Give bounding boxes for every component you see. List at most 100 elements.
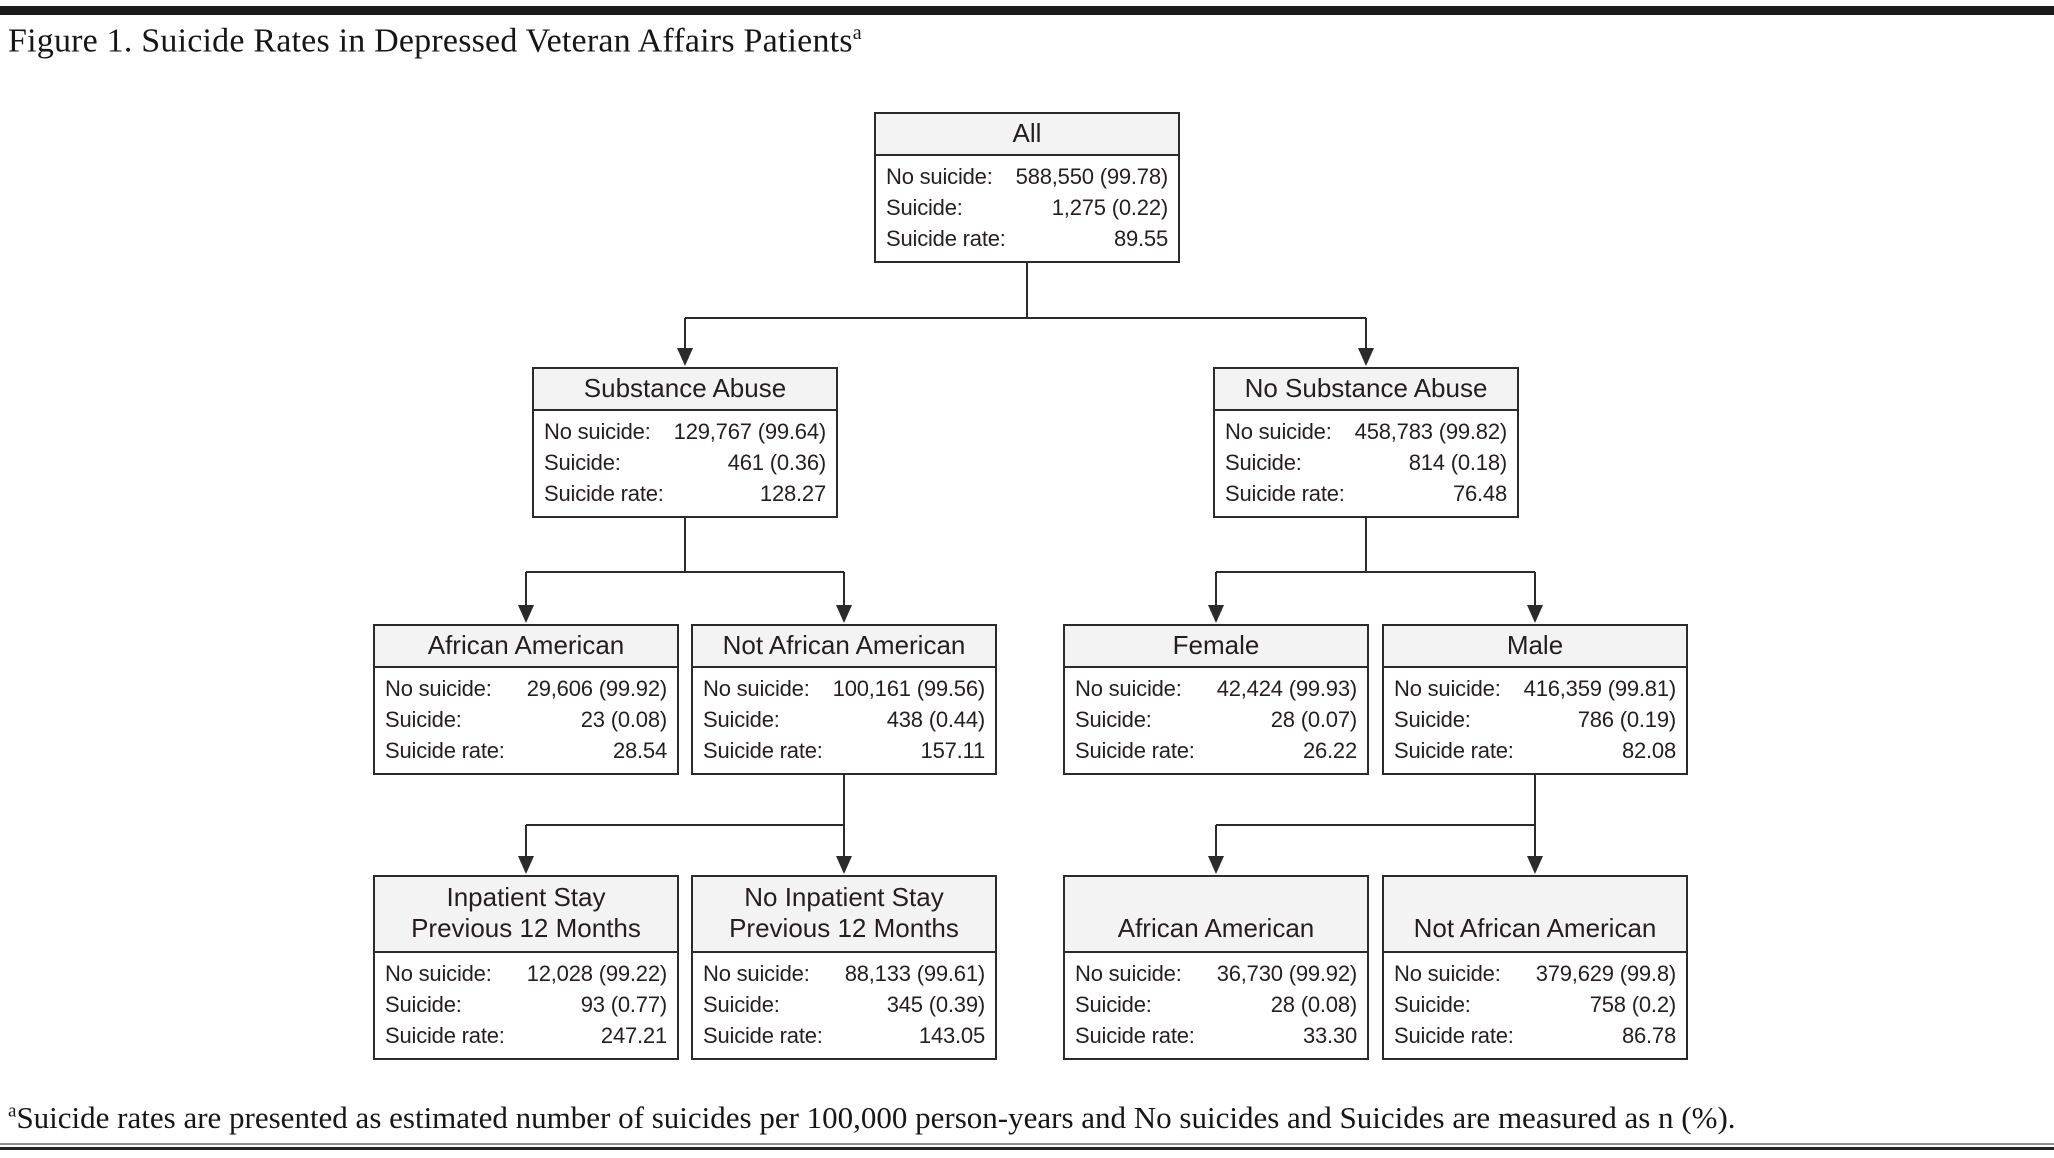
- suicide-value: 28 (0.08): [1270, 992, 1357, 1017]
- suicide-rate-label: Suicide rate:: [385, 1023, 505, 1048]
- suicide-label: Suicide:: [385, 992, 462, 1017]
- node-no-inpatient-stay: No Inpatient Stay Previous 12 Months No …: [691, 875, 997, 1060]
- no-suicide-label: No suicide:: [703, 676, 810, 701]
- top-rule-bar: [0, 6, 2054, 15]
- figure-title-superscript: a: [852, 22, 862, 44]
- suicide-rate-label: Suicide rate:: [1394, 738, 1514, 763]
- footnote-text: Suicide rates are presented as estimated…: [16, 1100, 1736, 1135]
- node-no-substance-abuse-stats: No suicide:458,783 (99.82) Suicide:814 (…: [1215, 411, 1517, 516]
- suicide-rate-value: 76.48: [1452, 481, 1507, 506]
- node-african-american-male-title: African American: [1065, 877, 1367, 953]
- node-african-american-male: African American No suicide: 36,730 (99.9…: [1063, 875, 1369, 1060]
- suicide-value: 28 (0.07): [1270, 707, 1357, 732]
- suicide-rate-value: 82.08: [1621, 738, 1676, 763]
- no-suicide-label: No suicide:: [703, 961, 810, 986]
- no-suicide-label: No suicide:: [886, 164, 993, 189]
- suicide-rate-label: Suicide rate:: [1075, 1023, 1195, 1048]
- node-all-stats: No suicide: 588,550 (99.78) Suicide: 1,275…: [876, 156, 1178, 261]
- no-suicide-label: No suicide:: [544, 419, 651, 444]
- node-substance-abuse: Substance Abuse No suicide: 129,767 (99.6…: [532, 367, 838, 518]
- suicide-rate-value: 26.22: [1302, 738, 1357, 763]
- node-inpatient-stay-title: Inpatient Stay Previous 12 Months: [375, 877, 677, 953]
- suicide-label: Suicide:: [886, 195, 963, 220]
- node-substance-abuse-stats: No suicide: 129,767 (99.64) Suicide: 461 (…: [534, 411, 836, 516]
- suicide-value: 461 (0.36): [727, 450, 826, 475]
- node-no-inpatient-stay-title: No Inpatient Stay Previous 12 Months: [693, 877, 995, 953]
- node-not-african-american-title: Not African American: [693, 626, 995, 668]
- suicide-rate-value: 247.21: [600, 1023, 667, 1048]
- no-suicide-value: 379,629 (99.8): [1535, 961, 1677, 986]
- suicide-value: 345 (0.39): [886, 992, 985, 1017]
- node-inpatient-stay-stats: No suicide: 12,028 (99.22) Suicide: 93 (0.…: [375, 953, 677, 1058]
- footnote-superscript: a: [8, 1100, 17, 1122]
- no-suicide-value: 12,028 (99.22): [526, 961, 668, 986]
- node-male-title: Male: [1384, 626, 1686, 668]
- suicide-value: 93 (0.77): [580, 992, 667, 1017]
- no-suicide-label: No suicide:: [385, 676, 492, 701]
- node-substance-abuse-title: Substance Abuse: [534, 369, 836, 411]
- node-african-american-title: African American: [375, 626, 677, 668]
- bottom-rule-dark: [0, 1147, 2054, 1150]
- figure-title-text: Figure 1. Suicide Rates in Depressed Vet…: [8, 22, 853, 60]
- suicide-rate-value: 128.27: [759, 481, 826, 506]
- node-african-american: African American No suicide: 29,606 (99.9…: [373, 624, 679, 775]
- suicide-value: 814 (0.18): [1408, 450, 1507, 475]
- node-not-african-american-stats: No suicide:100,161 (99.56) Suicide:438 (…: [693, 668, 995, 773]
- suicide-value: 438 (0.44): [886, 707, 985, 732]
- suicide-rate-value: 157.11: [920, 738, 986, 763]
- suicide-label: Suicide:: [385, 707, 462, 732]
- suicide-label: Suicide:: [1394, 992, 1471, 1017]
- suicide-rate-label: Suicide rate:: [1225, 481, 1345, 506]
- suicide-label: Suicide:: [1075, 992, 1152, 1017]
- no-suicide-value: 416,359 (99.81): [1523, 676, 1677, 701]
- no-suicide-value: 100,161 (99.56): [832, 676, 986, 701]
- no-suicide-value: 29,606 (99.92): [526, 676, 668, 701]
- node-no-substance-abuse: No Substance Abuse No suicide:458,783 (9…: [1213, 367, 1519, 518]
- suicide-value: 1,275 (0.22): [1051, 195, 1168, 220]
- node-no-substance-abuse-title: No Substance Abuse: [1215, 369, 1517, 411]
- suicide-rate-label: Suicide rate:: [544, 481, 664, 506]
- node-inpatient-stay: Inpatient Stay Previous 12 Months No sui…: [373, 875, 679, 1060]
- node-male: Male No suicide: 416,359 (99.81) Suicide:…: [1382, 624, 1688, 775]
- node-not-african-american-male: Not African American No suicide: 379,629 …: [1382, 875, 1688, 1060]
- no-suicide-label: No suicide:: [1394, 961, 1501, 986]
- no-suicide-label: No suicide:: [1225, 419, 1332, 444]
- suicide-rate-label: Suicide rate:: [886, 226, 1006, 251]
- node-female-stats: No suicide:42,424 (99.93) Suicide:28 (0.…: [1065, 668, 1367, 773]
- node-all-title: All: [876, 114, 1178, 156]
- node-african-american-stats: No suicide: 29,606 (99.92) Suicide: 23 (0.…: [375, 668, 677, 773]
- figure-title: Figure 1. Suicide Rates in Depressed Vet…: [8, 22, 1608, 60]
- suicide-label: Suicide:: [1394, 707, 1471, 732]
- suicide-value: 786 (0.19): [1577, 707, 1676, 732]
- suicide-label: Suicide:: [1225, 450, 1302, 475]
- node-not-african-american-male-title: Not African American: [1384, 877, 1686, 953]
- suicide-rate-label: Suicide rate:: [703, 1023, 823, 1048]
- suicide-rate-value: 28.54: [612, 738, 667, 763]
- suicide-rate-value: 33.30: [1302, 1023, 1357, 1048]
- no-suicide-value: 129,767 (99.64): [673, 419, 827, 444]
- suicide-rate-value: 143.05: [918, 1023, 985, 1048]
- suicide-rate-value: 86.78: [1621, 1023, 1676, 1048]
- suicide-value: 23 (0.08): [580, 707, 667, 732]
- suicide-rate-value: 89.55: [1113, 226, 1168, 251]
- suicide-rate-label: Suicide rate:: [385, 738, 505, 763]
- bottom-rule-gray: [0, 1143, 2054, 1145]
- figure-footnote: aSuicide rates are presented as estimate…: [8, 1100, 2048, 1136]
- no-suicide-label: No suicide:: [385, 961, 492, 986]
- no-suicide-label: No suicide:: [1394, 676, 1501, 701]
- no-suicide-label: No suicide:: [1075, 961, 1182, 986]
- suicide-rate-label: Suicide rate:: [1075, 738, 1195, 763]
- no-suicide-label: No suicide:: [1075, 676, 1182, 701]
- no-suicide-value: 88,133 (99.61): [844, 961, 986, 986]
- suicide-label: Suicide:: [544, 450, 621, 475]
- node-all: All No suicide: 588,550 (99.78) Suicide: 1…: [874, 112, 1180, 263]
- node-not-african-american: Not African American No suicide: 100,161 …: [691, 624, 997, 775]
- node-female: Female No suicide:42,424 (99.93) Suicide…: [1063, 624, 1369, 775]
- no-suicide-value: 36,730 (99.92): [1216, 961, 1358, 986]
- suicide-rate-label: Suicide rate:: [703, 738, 823, 763]
- suicide-rate-label: Suicide rate:: [1394, 1023, 1514, 1048]
- suicide-value: 758 (0.2): [1589, 992, 1676, 1017]
- suicide-label: Suicide:: [703, 992, 780, 1017]
- no-suicide-value: 588,550 (99.78): [1015, 164, 1169, 189]
